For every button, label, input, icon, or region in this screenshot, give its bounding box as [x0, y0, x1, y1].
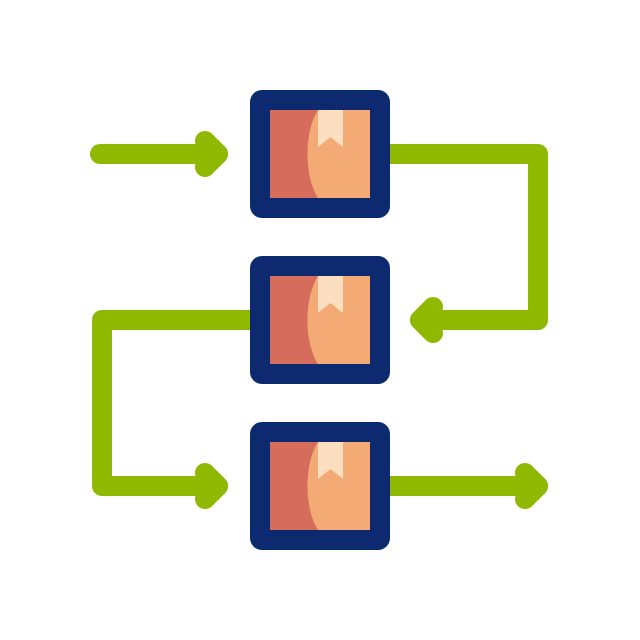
package-box-icon — [250, 256, 390, 384]
loop-forward-arrow-icon — [92, 310, 260, 509]
exit-arrow-icon — [380, 463, 548, 509]
loop-back-arrow-icon — [380, 144, 548, 343]
package-box-icon — [250, 422, 390, 550]
package-box-icon — [250, 90, 390, 218]
entry-arrow-icon — [90, 131, 228, 177]
